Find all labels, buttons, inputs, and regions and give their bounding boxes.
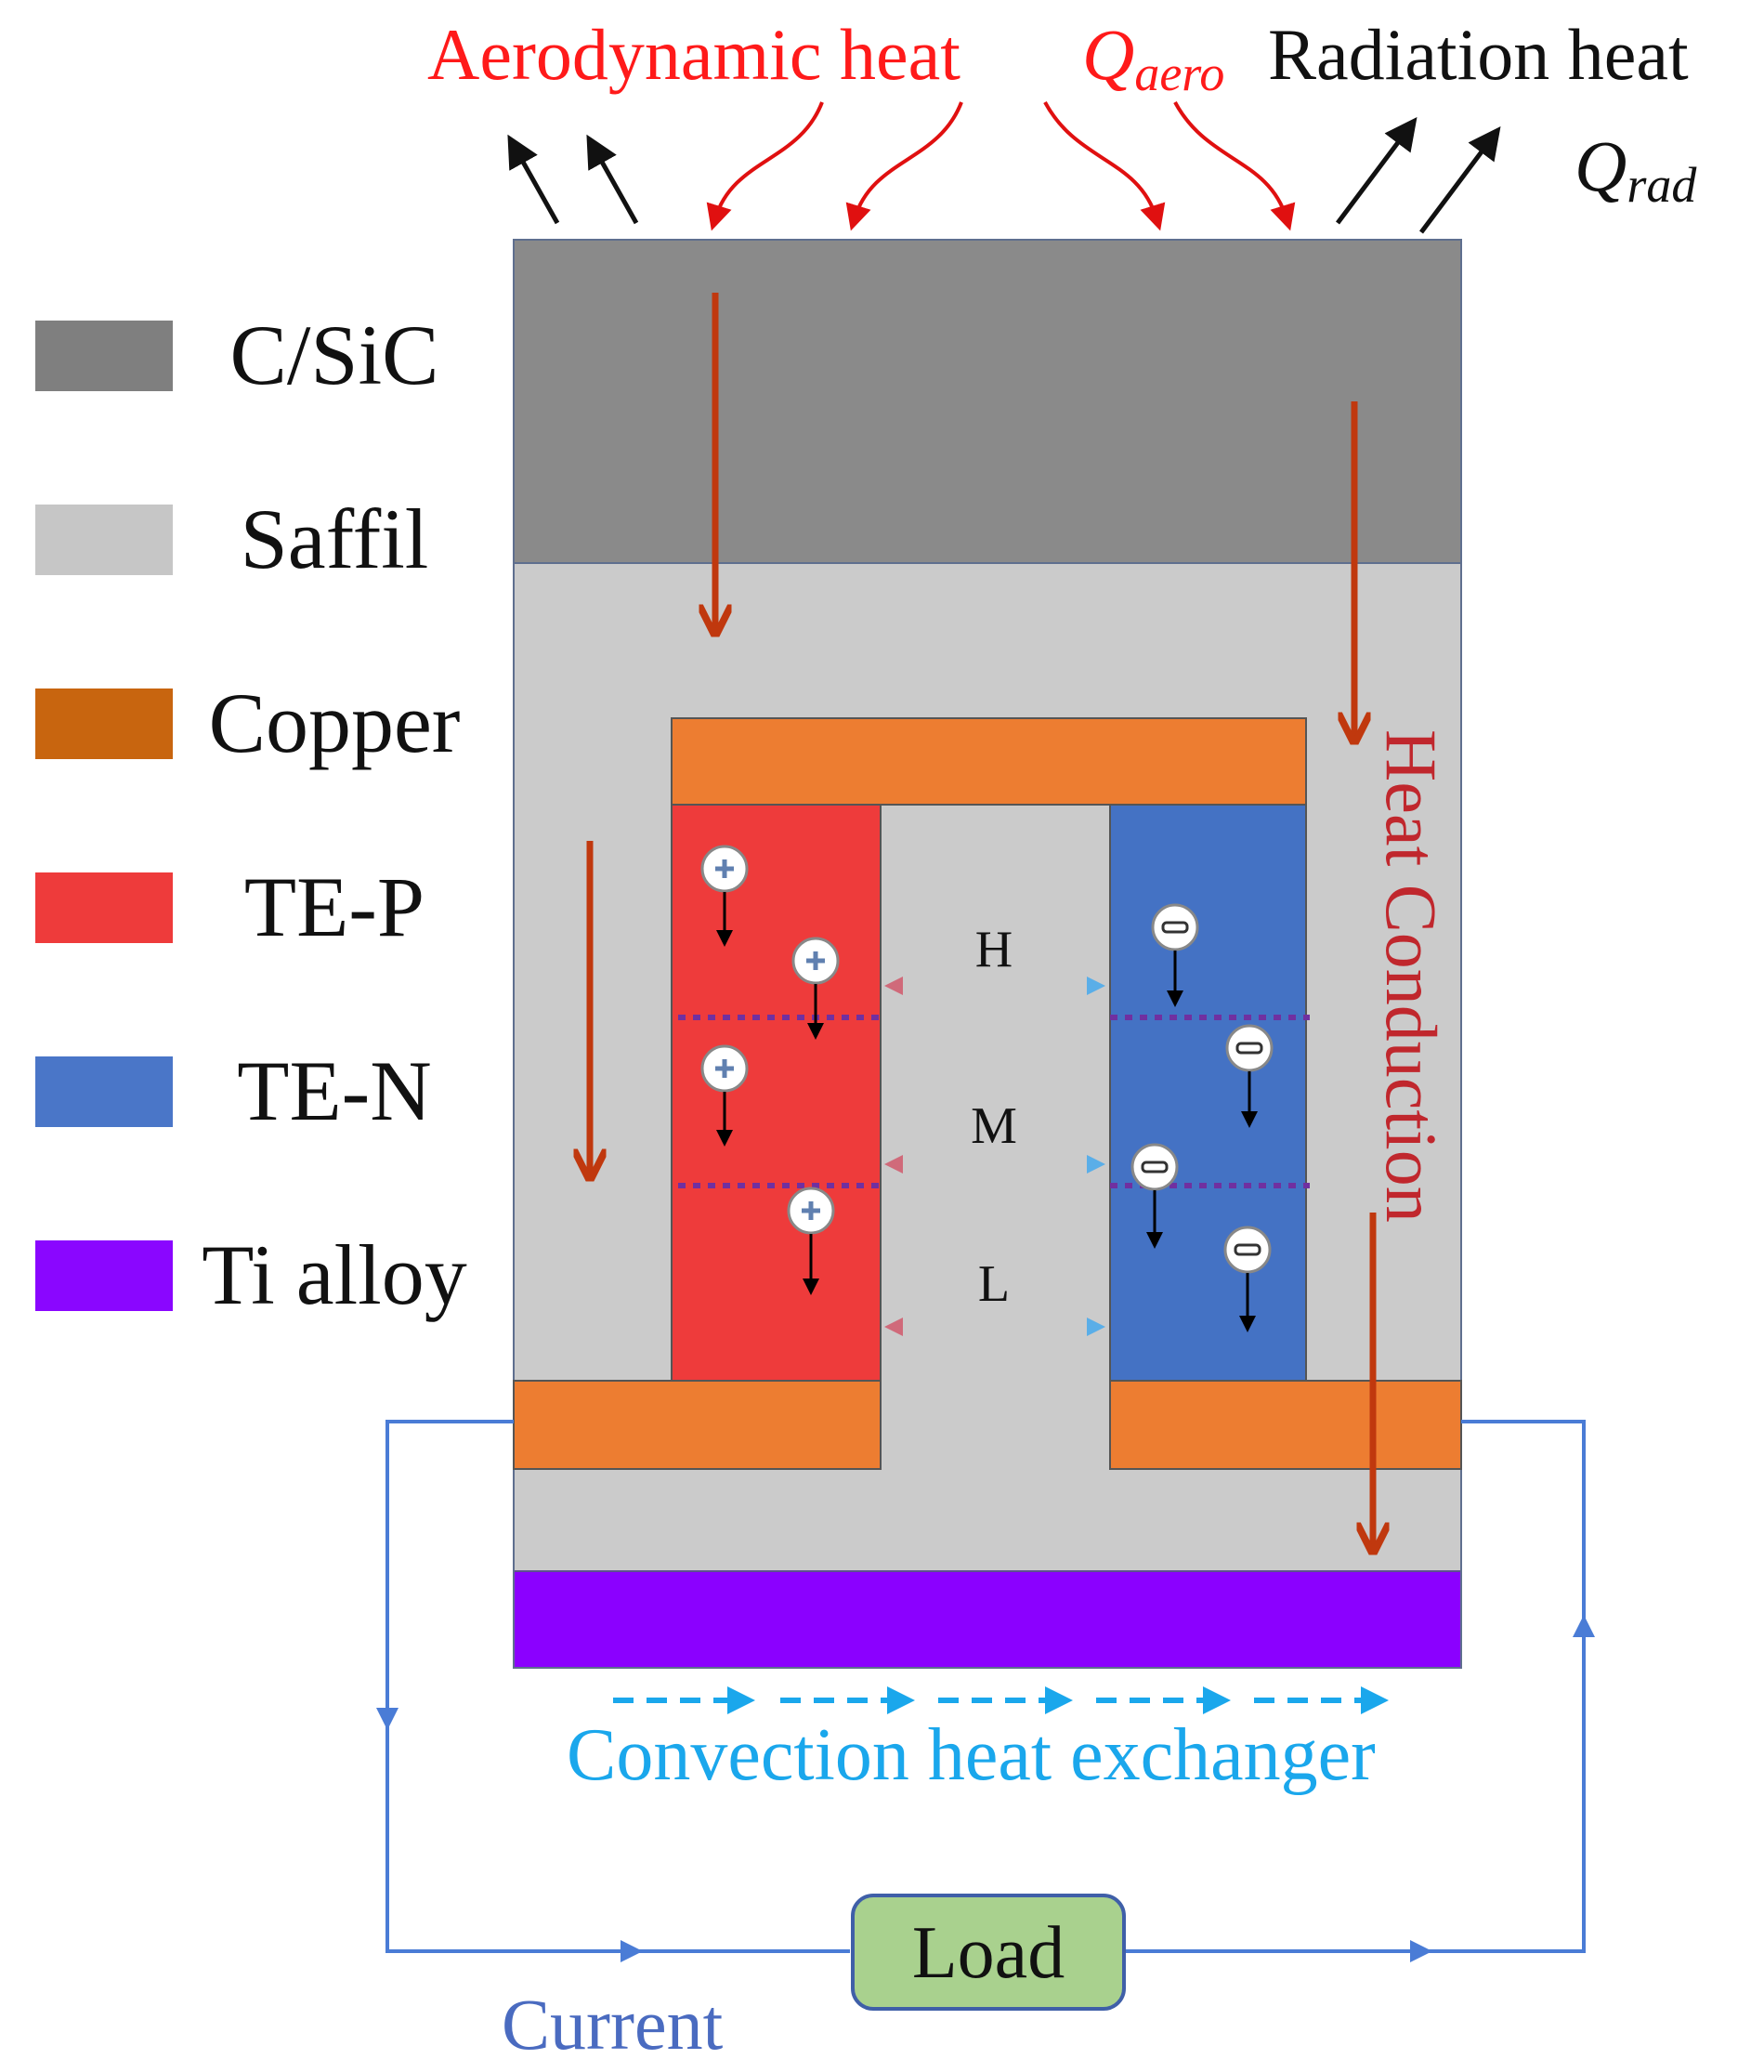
rad-arrow-2 [586, 134, 639, 225]
legend-label-4: TE-N [237, 1043, 431, 1138]
convection-label: Convection heat exchanger [567, 1714, 1376, 1796]
te-n-leg [1109, 804, 1307, 1382]
level-m-label: M [971, 1097, 1017, 1155]
aero-symbol: Q [1082, 14, 1134, 95]
rad-symbol: Q [1575, 125, 1627, 206]
load-box [851, 1894, 1126, 2011]
heat-conduction-arrows [590, 293, 1373, 1552]
module-outline [513, 239, 1462, 1669]
legend-swatch-3 [35, 872, 173, 943]
radiation-heat-label: Radiation heat [1268, 14, 1689, 95]
legend-label-3: TE-P [244, 859, 425, 954]
aero-arrow-2 [845, 101, 963, 231]
rad-arrow-4 [1419, 126, 1501, 234]
electron-carrier-1 [1151, 903, 1199, 1007]
csic-layer [513, 239, 1462, 564]
hole-carrier-4 [787, 1187, 835, 1295]
copper-bottom-right [1109, 1380, 1462, 1470]
aerodynamic-heat-arrows [706, 101, 1296, 231]
legend-label-2: Copper [209, 675, 461, 770]
current-label: Current [502, 1984, 724, 2065]
legend-swatch-0 [35, 321, 173, 391]
electron-carrier-2 [1225, 1024, 1274, 1128]
aero-arrow-4 [1173, 101, 1296, 231]
electron-carrier-3 [1130, 1143, 1179, 1249]
aerodynamic-heat-symbol: Qaero [1082, 14, 1224, 101]
legend-label-5: Ti alloy [202, 1227, 466, 1322]
copper-top-electrode [671, 717, 1307, 806]
rad-arrow-3 [1336, 117, 1418, 225]
aero-arrow-3 [1043, 101, 1166, 231]
electron-carrier-4 [1223, 1226, 1272, 1332]
hole-carrier-2 [791, 937, 840, 1040]
te-p-leg [671, 804, 882, 1382]
rad-subscript: rad [1627, 157, 1697, 213]
hole-carrier-1 [700, 845, 749, 947]
aerodynamic-heat-label: Aerodynamic heat [427, 14, 960, 95]
legend-swatch-2 [35, 688, 173, 759]
p-carriers [700, 845, 840, 1295]
level-h-label: H [975, 921, 1013, 978]
legend-label-1: Saffil [241, 492, 429, 586]
aero-arrow-1 [706, 101, 824, 231]
legend-swatch-5 [35, 1240, 173, 1311]
radiation-heat-symbol: Qrad [1575, 125, 1697, 213]
copper-bottom-left [513, 1380, 882, 1470]
hole-carrier-3 [700, 1044, 749, 1147]
ti-alloy-layer [513, 1570, 1462, 1669]
load-label: Load [912, 1912, 1065, 1994]
level-arrows [884, 977, 1105, 1336]
legend-label-0: C/SiC [229, 308, 438, 402]
aero-subscript: aero [1134, 46, 1224, 101]
circuit-right-wire [1124, 1420, 1586, 1953]
heat-conduction-label: Heat Conduction [1371, 729, 1452, 1223]
n-carriers [1130, 903, 1274, 1332]
level-l-label: L [978, 1255, 1010, 1313]
legend-swatch-1 [35, 505, 173, 575]
radiation-heat-arrows [507, 117, 1501, 234]
external-circuit [376, 1420, 1595, 1962]
rad-arrow-1 [507, 134, 560, 225]
legend-swatch-4 [35, 1056, 173, 1127]
